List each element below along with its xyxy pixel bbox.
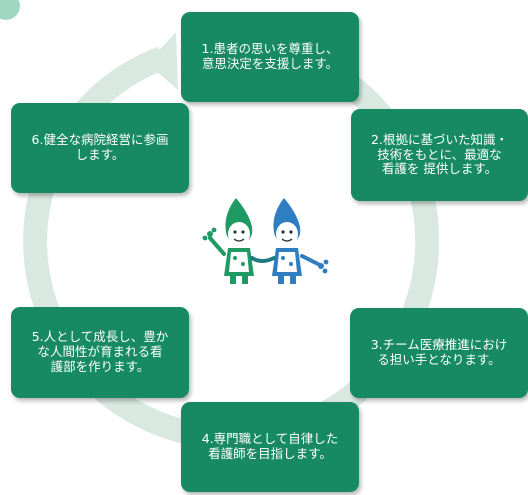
principle-box-6: 6.健全な病院経営に参画 します。	[11, 103, 189, 193]
principle-box-2: 2.根拠に基づいた知識・ 技術をもとに、最適な 看護を 提供します。	[351, 109, 528, 201]
principle-text-3: 3.チーム医療推進におけ る担い手となります。	[370, 337, 508, 367]
corner-circle-decoration	[0, 0, 20, 20]
principle-box-5: 5.人として成長し、豊か な人間性が育まれる看 護部を作ります。	[11, 307, 189, 398]
principle-text-4: 4.専門職として自律した 看護師を目指します。	[201, 431, 339, 461]
cycle-arrow-icon	[147, 32, 178, 90]
principle-text-5: 5.人として成長し、豊か な人間性が育まれる看 護部を作ります。	[31, 329, 169, 374]
principle-text-2: 2.根拠に基づいた知識・ 技術をもとに、最適な 看護を 提供します。	[371, 131, 508, 177]
principle-text-1: 1.患者の思いを尊重し、 意思決定を支援します。	[201, 41, 339, 71]
principle-box-4: 4.専門職として自律した 看護師を目指します。	[181, 402, 359, 492]
two-nurse-mascots-icon	[202, 198, 329, 284]
principle-text-6: 6.健全な病院経営に参画 します。	[31, 132, 169, 162]
principle-box-3: 3.チーム医療推進におけ る担い手となります。	[350, 308, 528, 398]
principle-box-1: 1.患者の思いを尊重し、 意思決定を支援します。	[181, 12, 359, 102]
